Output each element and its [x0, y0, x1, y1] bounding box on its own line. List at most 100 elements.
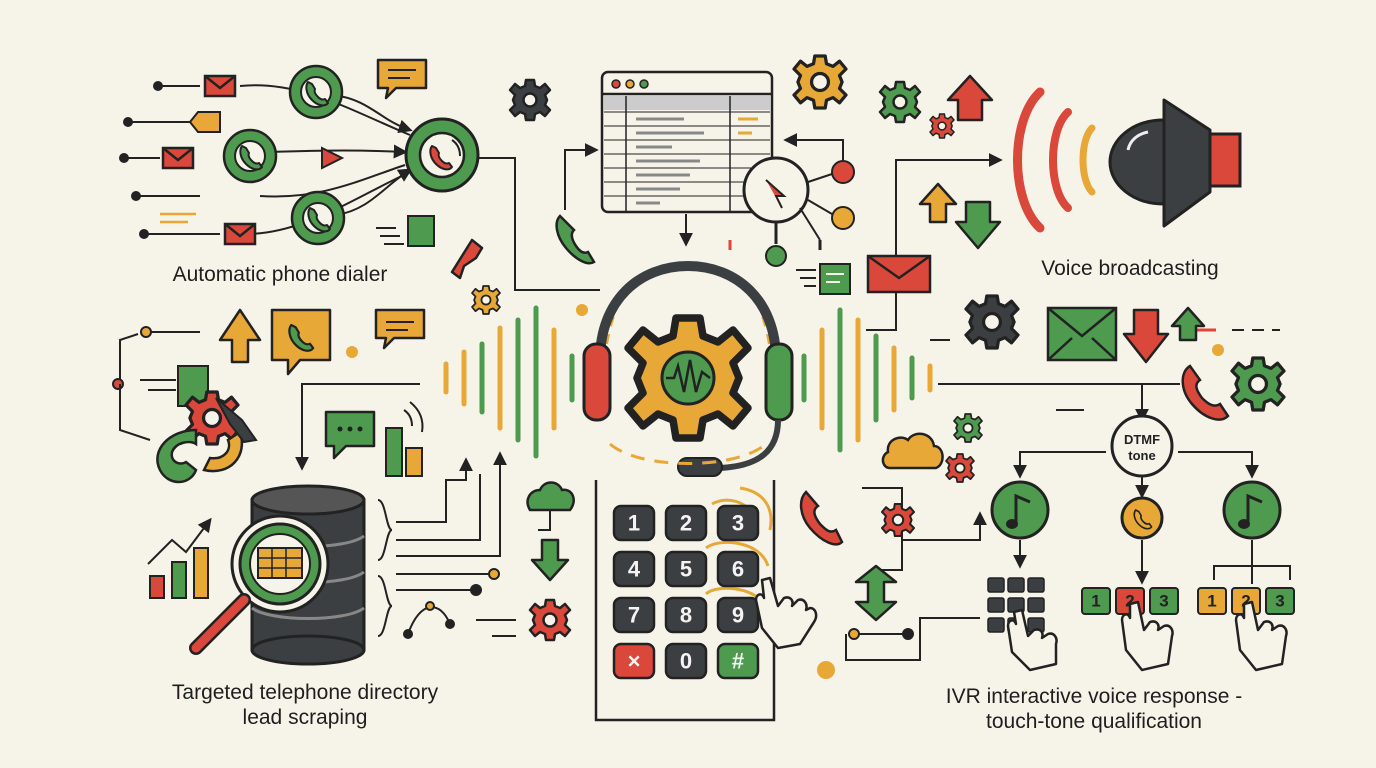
ivr-option-label: 3	[1159, 592, 1168, 611]
broadcast-group	[866, 87, 1242, 331]
caption-ivr-line1: IVR interactive voice response -	[945, 685, 1243, 708]
keypad-key-label: 8	[680, 603, 692, 628]
play-arrow-icon	[321, 146, 345, 170]
caption-directory-line1: Targeted telephone directory	[171, 681, 439, 704]
dtmf-label: DTMF	[1124, 432, 1160, 447]
keypad-key[interactable]	[716, 504, 760, 542]
ivr-option-label: 2	[1125, 592, 1134, 611]
handset-icon	[450, 238, 484, 280]
keypad-key-label: 5	[680, 557, 692, 582]
ivr-option-button[interactable]	[1149, 587, 1179, 615]
main-dialer-icon	[404, 117, 480, 193]
caption-ivr: IVR interactive voice response - touch-t…	[904, 684, 1284, 734]
keypad-key[interactable]	[612, 504, 656, 542]
cloud-icon	[881, 432, 944, 470]
keypad-key[interactable]	[664, 642, 708, 680]
headset-icon	[582, 260, 794, 477]
phone-circle-icon	[222, 128, 278, 184]
dot	[1212, 344, 1224, 356]
gear-icon	[792, 54, 848, 110]
phone-icon	[1181, 364, 1230, 421]
music-node-icon	[990, 480, 1050, 540]
pointing-hand-icon	[754, 576, 818, 650]
gear-icon	[880, 502, 916, 538]
down-arrow-icon	[954, 200, 1002, 250]
doc-icon	[796, 263, 851, 295]
up-arrow-icon	[1170, 306, 1206, 342]
keypad-key-label: 4	[628, 557, 641, 582]
chat-icon	[374, 308, 426, 350]
tag-icon	[188, 111, 221, 133]
keypad-key-label: #	[732, 649, 744, 674]
up-arrow-icon	[918, 182, 958, 224]
keypad-key[interactable]	[716, 642, 760, 680]
keypad-key[interactable]	[612, 550, 656, 588]
cloud-download-icon	[526, 481, 575, 582]
keypad-key[interactable]	[612, 642, 656, 680]
magnifier-icon	[742, 133, 855, 267]
keypad-key[interactable]	[664, 504, 708, 542]
mail-icon	[203, 74, 237, 98]
caption-directory: Targeted telephone directory lead scrapi…	[120, 680, 490, 730]
chat-icon	[376, 58, 428, 100]
waveform-right	[801, 307, 933, 453]
caption-dialer: Automatic phone dialer	[172, 263, 388, 286]
connector-line	[564, 143, 599, 210]
phone-icon	[555, 214, 596, 265]
dash-lines	[160, 212, 196, 224]
caption-broadcast: Voice broadcasting	[1041, 257, 1219, 280]
gear-icon	[945, 453, 975, 483]
ivr-option-label: 1	[1091, 592, 1100, 611]
ivr-option-button[interactable]	[1081, 587, 1111, 615]
ivr-option-label: 3	[1275, 592, 1284, 611]
keypad-key-label: 2	[680, 511, 692, 536]
dot	[576, 304, 588, 316]
keypad-key[interactable]	[664, 550, 708, 588]
pointing-hand-icon	[1006, 608, 1058, 672]
recycle-icon	[156, 365, 258, 484]
pointing-hand-icon	[1234, 600, 1288, 672]
gear-icon	[878, 80, 922, 124]
signal-icon	[385, 401, 424, 477]
music-node-icon	[1222, 480, 1282, 540]
right-mid-cluster	[930, 328, 1280, 499]
caption-directory-line2: lead scraping	[242, 706, 368, 729]
gear-icon	[528, 598, 572, 642]
phone-circle-icon	[290, 190, 346, 246]
spreadsheet-window	[600, 70, 774, 214]
keypad-key[interactable]	[612, 596, 656, 634]
phone-circle-icon	[288, 64, 344, 120]
dtmf-sublabel: tone	[1128, 448, 1155, 463]
phone-chat-icon	[270, 308, 332, 376]
gear-icon	[1230, 356, 1286, 412]
chat-icon	[324, 410, 376, 460]
keypad-key-label: ×	[628, 649, 641, 674]
keypad-key-label: 9	[732, 603, 744, 628]
mail-icon	[161, 146, 195, 170]
keypad-key-label: 3	[732, 511, 744, 536]
mail-icon	[866, 254, 932, 294]
keypad-key-label: 7	[628, 603, 640, 628]
ivr-option-label: 2	[1241, 592, 1250, 611]
keypad-key[interactable]	[664, 596, 708, 634]
down-arrow-icon	[1122, 308, 1170, 364]
left-mid-cluster	[112, 326, 420, 471]
keypad-key-label: 0	[680, 649, 692, 674]
caption-ivr-line2: touch-tone qualification	[986, 710, 1202, 733]
flag-icon	[376, 215, 435, 247]
gear-icon	[953, 413, 983, 443]
ivr-options-left: 1 2 3	[1081, 587, 1179, 615]
up-arrow-icon	[946, 74, 994, 122]
ivr-option-button[interactable]	[1265, 587, 1295, 615]
magnifier-icon	[189, 514, 330, 655]
keypad-key-label: 1	[628, 511, 640, 536]
gear-icon	[471, 285, 501, 315]
ivr-option-button[interactable]	[1197, 587, 1227, 615]
phone-icon	[799, 490, 844, 546]
dot	[817, 661, 835, 679]
gear-icon	[508, 78, 552, 122]
keypad-key[interactable]	[716, 550, 760, 588]
chart-up-icon	[147, 517, 212, 599]
